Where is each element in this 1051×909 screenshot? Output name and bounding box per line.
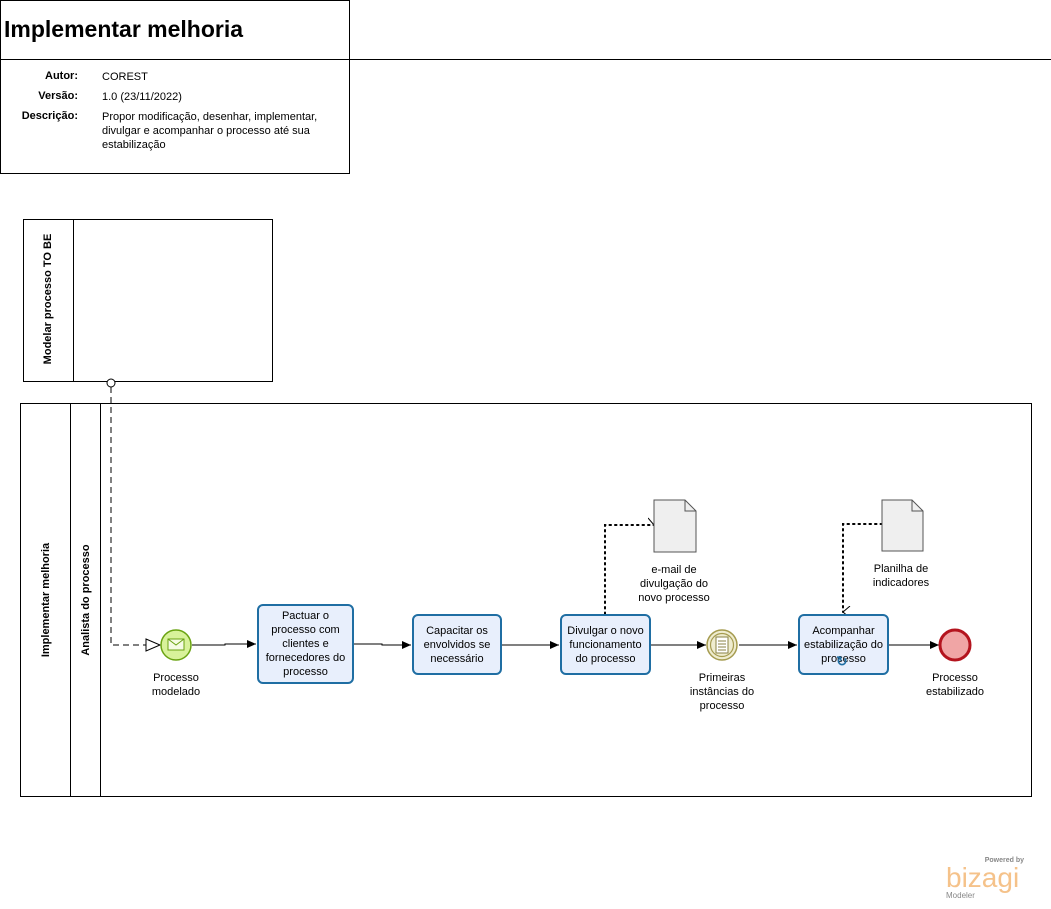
task-divulgar-label: Divulgar o novo funcionamento do process… — [567, 624, 644, 665]
pool-header-divider-main — [70, 404, 71, 796]
task-pactuar-label: Pactuar o processo com clientes e fornec… — [265, 610, 346, 678]
task-pactuar[interactable]: Pactuar o processo com clientes e fornec… — [257, 604, 354, 684]
pool-header-divider — [73, 220, 74, 381]
header-divider — [0, 59, 1051, 60]
author-label: Autor: — [45, 70, 78, 82]
start-message-event[interactable] — [160, 629, 192, 661]
lane-header-divider — [100, 404, 101, 796]
powered-by-text: Powered by — [984, 857, 1024, 864]
diagram-header: Implementar melhoria Autor: COREST Versã… — [0, 0, 1051, 174]
data-object-email[interactable] — [653, 499, 697, 553]
end-event[interactable] — [938, 628, 972, 662]
task-divulgar[interactable]: Divulgar o novo funcionamento do process… — [560, 614, 651, 675]
description-value: Propor modificação, desenhar, implementa… — [102, 111, 318, 151]
document-lines-icon — [715, 636, 729, 654]
data-object-email-label: e-mail de divulgação do novo processo — [638, 564, 710, 604]
pool-implementar-melhoria[interactable]: Implementar melhoria Analista do process… — [20, 403, 1032, 797]
loop-icon: ↻ — [836, 653, 848, 669]
version-label: Versão: — [38, 90, 78, 102]
envelope-icon — [167, 638, 185, 651]
bizagi-logo: Powered by bizagi Modeler — [946, 857, 1028, 903]
start-event-label: Processo modelado — [151, 672, 201, 698]
association-divulgar-email[interactable] — [604, 525, 654, 615]
brand-product: Modeler — [946, 891, 975, 900]
end-event-label: Processo estabilizado — [925, 672, 985, 698]
intermediate-event[interactable] — [706, 629, 738, 661]
pool-modelar-processo[interactable]: Modelar processo TO BE — [23, 219, 273, 382]
task-capacitar-label: Capacitar os envolvidos se necessário — [423, 624, 491, 665]
description-label: Descrição: — [21, 110, 78, 122]
brand-name: bizagi — [946, 862, 1020, 893]
diagram-title: Implementar melhoria — [4, 16, 244, 42]
task-acompanhar[interactable]: Acompanhar estabilização do processo ↻ — [798, 614, 889, 675]
intermediate-event-label: Primeiras instâncias do processo — [689, 672, 755, 712]
task-capacitar[interactable]: Capacitar os envolvidos se necessário — [412, 614, 502, 675]
version-value: 1.0 (23/11/2022) — [102, 91, 182, 103]
data-object-planilha-label: Planilha de indicadores — [872, 563, 930, 589]
author-value: COREST — [102, 71, 148, 83]
message-flow[interactable] — [106, 378, 160, 645]
task-acompanhar-label: Acompanhar estabilização do processo — [804, 625, 883, 665]
sequence-flow-start-pactuar[interactable] — [192, 640, 256, 648]
association-planilha-acompanhar[interactable] — [842, 523, 883, 612]
data-object-planilha[interactable] — [881, 499, 924, 552]
sequence-flow-pactuar-capacitar[interactable] — [354, 641, 411, 649]
